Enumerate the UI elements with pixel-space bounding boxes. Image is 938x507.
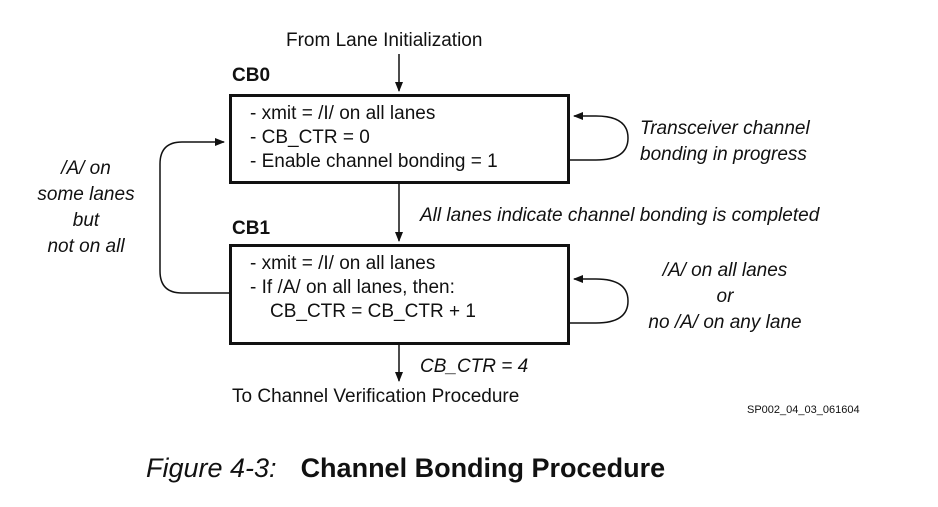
cb0-self-loop-label: bonding in progress <box>640 144 807 165</box>
cb1-to-cb0-label: not on all <box>47 236 125 257</box>
state-cb1-line: - xmit = /I/ on all lanes <box>250 253 436 274</box>
cb1-to-cb0-label: but <box>72 210 100 231</box>
state-cb0-name: CB0 <box>232 65 271 86</box>
cb1-exit-label: CB_CTR = 4 <box>420 356 529 377</box>
cb1-to-cb0-label: some lanes <box>37 184 135 205</box>
figure-caption: Figure 4-3: Channel Bonding Procedure <box>146 452 665 484</box>
figure-id: SP002_04_03_061604 <box>747 404 860 416</box>
state-cb1-name: CB1 <box>232 218 271 239</box>
cb1-self-loop-label: no /A/ on any lane <box>648 312 802 333</box>
entry-label: From Lane Initialization <box>286 30 483 51</box>
state-cb0-box: - xmit = /I/ on all lanes - CB_CTR = 0 -… <box>229 94 570 184</box>
cb1-to-cb0-label: /A/ on <box>61 158 111 179</box>
state-cb0-line: - CB_CTR = 0 <box>250 127 370 148</box>
cb0-self-loop-arrow <box>570 112 629 161</box>
state-cb1-line: CB_CTR = CB_CTR + 1 <box>270 301 476 322</box>
state-cb1-box: - xmit = /I/ on all lanes - If /A/ on al… <box>229 244 570 345</box>
caption-title: Channel Bonding Procedure <box>300 453 666 483</box>
state-cb1-line: - If /A/ on all lanes, then: <box>250 277 455 298</box>
caption-number: Figure 4-3: <box>146 453 277 483</box>
exit-label: To Channel Verification Procedure <box>232 386 520 407</box>
state-cb0-line: - xmit = /I/ on all lanes <box>250 103 436 124</box>
cb1-to-cb0-arrow <box>159 138 229 294</box>
cb1-self-loop-arrow <box>570 275 629 324</box>
cb0-to-cb1-label: All lanes indicate channel bonding is co… <box>420 205 820 226</box>
cb0-self-loop-label: Transceiver channel <box>640 118 810 139</box>
state-cb0-line: - Enable channel bonding = 1 <box>250 151 498 172</box>
cb1-self-loop-label: or <box>716 286 734 307</box>
cb1-self-loop-label: /A/ on all lanes <box>662 260 788 281</box>
